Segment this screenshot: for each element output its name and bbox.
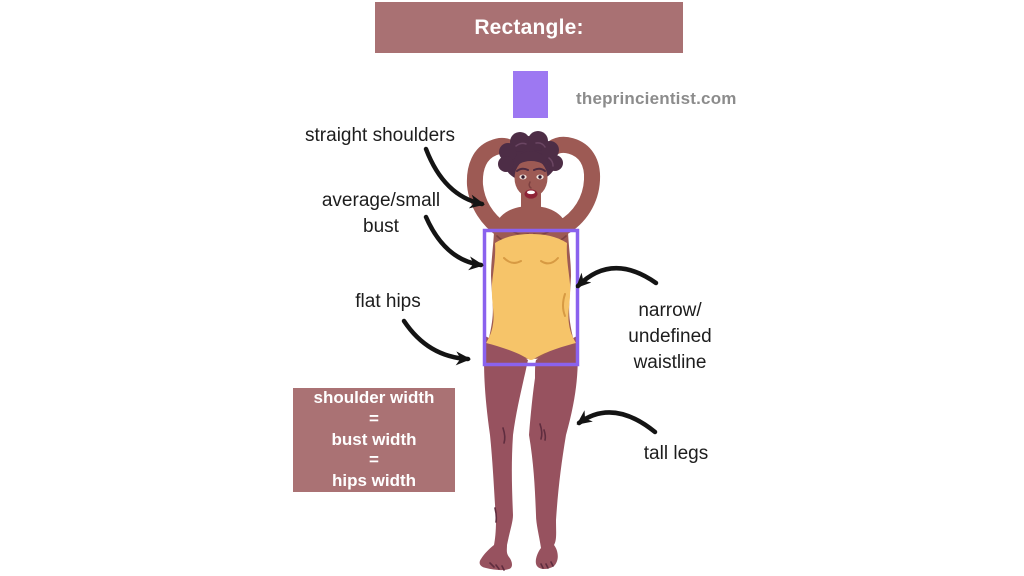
hair-texture — [515, 142, 554, 167]
teeth — [527, 190, 535, 195]
site-watermark: theprincientist.com — [576, 89, 737, 108]
leg-detail-lines — [489, 423, 554, 571]
swimsuit-shading — [503, 257, 566, 317]
label-straight-shoulders: straight shoulders — [305, 125, 455, 146]
facial-features — [516, 167, 546, 199]
arrow-average-small-bust — [423, 214, 484, 271]
arrow-straight-shoulders — [423, 146, 485, 209]
summary-box: shoulder width = bust width = hips width — [293, 388, 455, 492]
arrow-tall-legs — [576, 410, 658, 435]
nose — [528, 181, 532, 189]
legs — [479, 336, 578, 571]
label-flat-hips: flat hips — [355, 291, 421, 312]
page-title: Rectangle: — [474, 15, 584, 39]
left-eyebrow — [516, 167, 529, 172]
swimsuit — [486, 234, 576, 360]
woman-figure — [466, 131, 601, 571]
rectangle-shape-overlay — [482, 228, 580, 367]
hair-fringe — [512, 151, 550, 172]
arrow-flat-hips — [401, 318, 471, 366]
label-tall-legs: tall legs — [643, 443, 709, 464]
title-banner: Rectangle: — [375, 2, 683, 53]
right-eyebrow — [533, 167, 546, 172]
label-narrow-undefined-waistline: narrow/ undefined waistline — [628, 300, 712, 374]
purple-swatch — [513, 71, 548, 118]
annotation-arrows — [401, 146, 659, 435]
arrow-narrow-waistline — [575, 266, 659, 289]
summary-text: shoulder width = bust width = hips width — [313, 388, 435, 491]
label-average-small-bust: average/small bust — [321, 190, 441, 238]
